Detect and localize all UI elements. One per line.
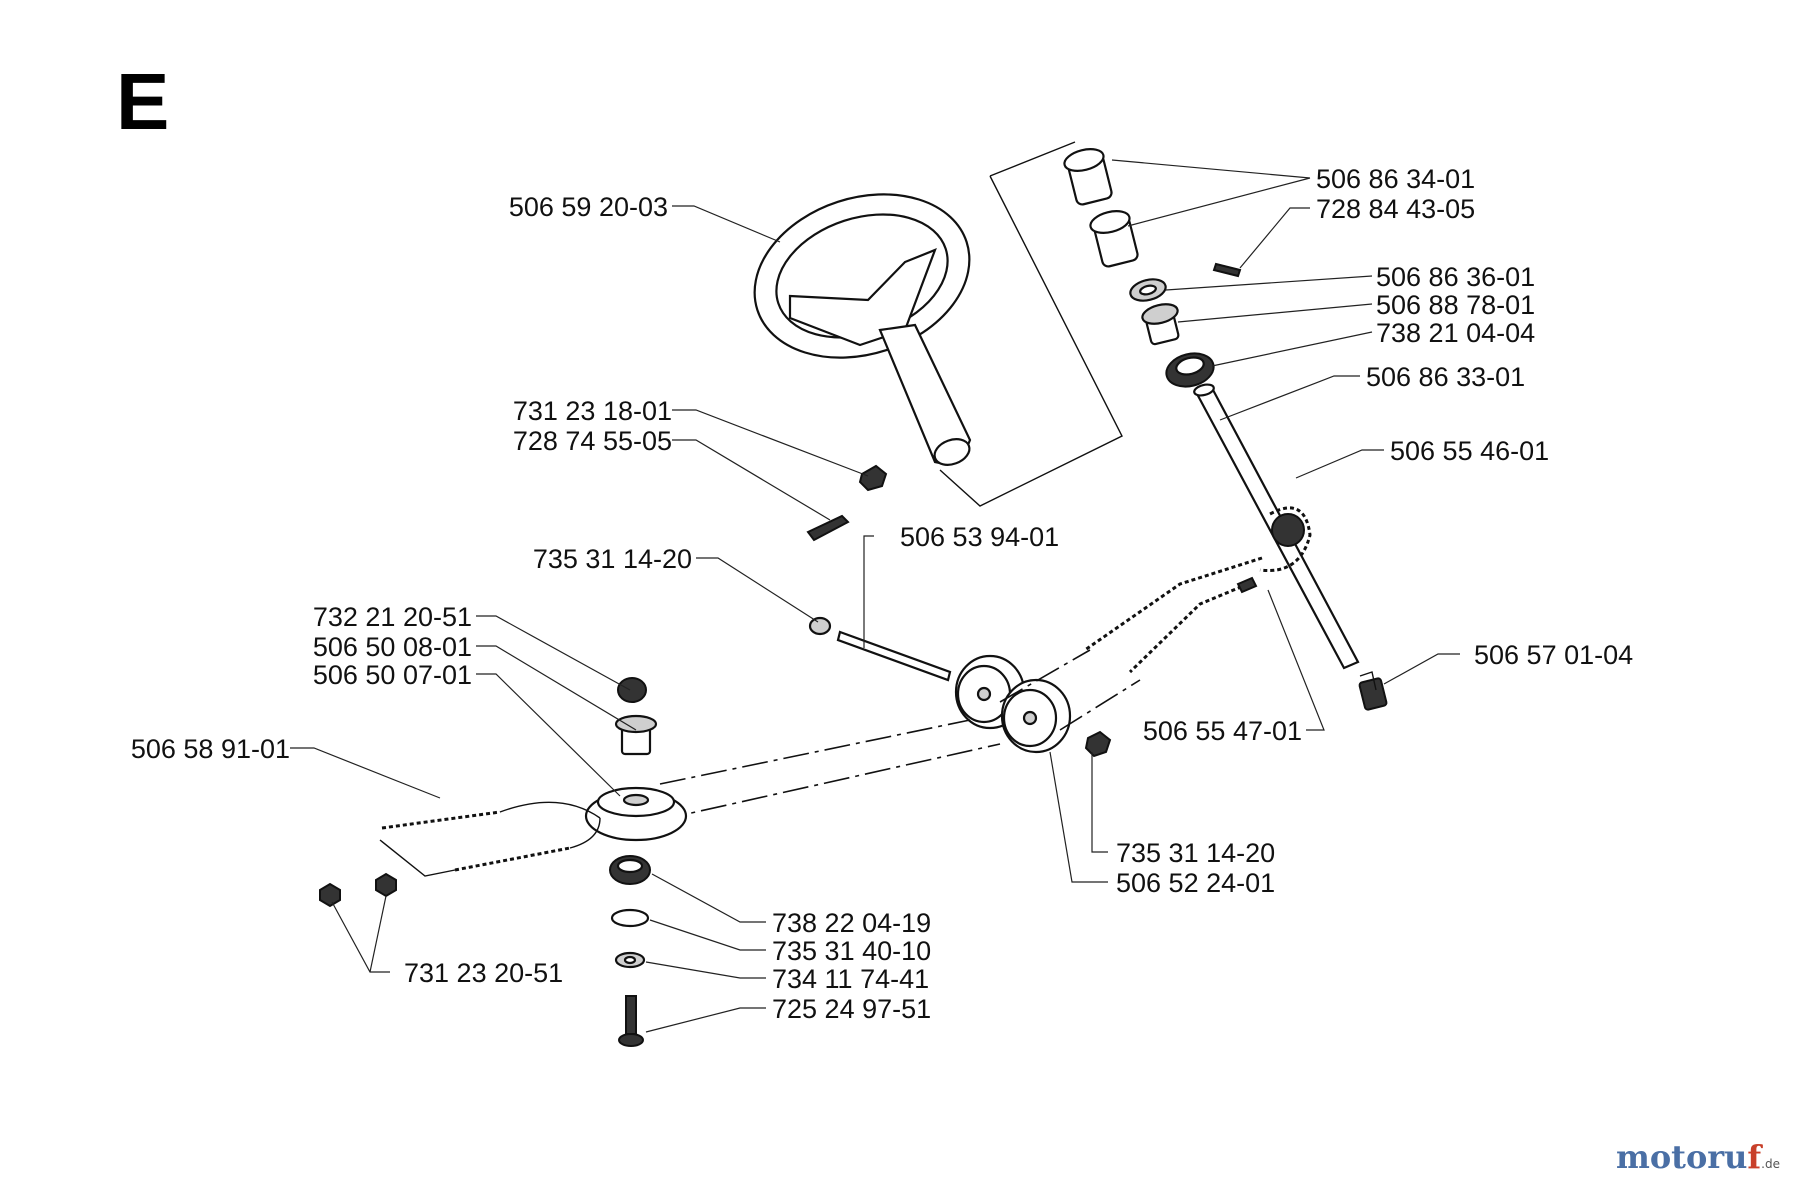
steering-cable-upper bbox=[1084, 556, 1263, 652]
part-label: 735 31 14-20 bbox=[1116, 838, 1275, 868]
part-label: 506 88 78-01 bbox=[1376, 290, 1535, 320]
cable-end-fitting-icon bbox=[1236, 576, 1258, 594]
pulley-nut-icon bbox=[1084, 730, 1112, 758]
part-label: 506 86 36-01 bbox=[1376, 262, 1535, 292]
part-label: 731 23 18-01 bbox=[513, 396, 672, 426]
pivot-nut-icon bbox=[617, 677, 647, 703]
cable-nut-right-icon bbox=[375, 872, 397, 898]
shaft-bolt-icon bbox=[1358, 671, 1388, 711]
control-cable-lower bbox=[454, 846, 571, 872]
column-bushing-upper-icon bbox=[1063, 148, 1113, 206]
steering-cable-lower bbox=[1128, 582, 1249, 674]
part-label: 506 50 07-01 bbox=[313, 660, 472, 690]
section-letter: E bbox=[116, 57, 170, 146]
wheel-screw-icon bbox=[806, 514, 850, 542]
watermark-sub: .de bbox=[1761, 1157, 1780, 1171]
cable-nut-left-icon bbox=[319, 882, 341, 908]
part-label: 506 58 91-01 bbox=[131, 734, 290, 764]
cable-sheath-loop bbox=[499, 801, 601, 849]
watermark-accent: f bbox=[1747, 1138, 1762, 1176]
part-label: 732 21 20-51 bbox=[313, 602, 472, 632]
washer-ring-icon bbox=[1129, 278, 1167, 302]
part-label: 728 74 55-05 bbox=[513, 426, 672, 456]
bearing-icon bbox=[1165, 352, 1215, 388]
cable-bracket-line bbox=[379, 839, 456, 877]
pivot-bolt-icon bbox=[618, 995, 644, 1047]
part-label: 738 22 04-19 bbox=[772, 908, 931, 938]
part-label: 506 55 47-01 bbox=[1143, 716, 1302, 746]
part-label: 506 53 94-01 bbox=[900, 522, 1059, 552]
part-label: 506 86 33-01 bbox=[1366, 362, 1525, 392]
pivot-washer-icon bbox=[614, 951, 646, 969]
watermark-main: motoru bbox=[1615, 1138, 1748, 1176]
retaining-ring-icon bbox=[610, 908, 650, 928]
pivot-bushing-icon bbox=[614, 714, 658, 756]
pivot-bearing-icon bbox=[609, 855, 651, 885]
part-label: 735 31 14-20 bbox=[533, 544, 692, 574]
flange-bushing-icon bbox=[1141, 303, 1180, 346]
leader-lines bbox=[290, 159, 1460, 1033]
axis-line-upper bbox=[659, 649, 1091, 785]
part-label: 506 86 34-01 bbox=[1316, 164, 1475, 194]
part-label: 506 57 01-04 bbox=[1474, 640, 1633, 670]
part-label: 506 52 24-01 bbox=[1116, 868, 1275, 898]
part-label: 506 59 20-03 bbox=[509, 192, 668, 222]
part-label: 738 21 04-04 bbox=[1376, 318, 1535, 348]
watermark-logo: motoruf.de bbox=[1616, 1138, 1780, 1176]
pin-washer-icon bbox=[808, 616, 832, 636]
part-label: 734 11 74-41 bbox=[772, 964, 929, 994]
guide-pin-icon bbox=[836, 630, 952, 682]
wheel-nut-icon bbox=[858, 464, 888, 492]
part-label: 735 31 40-10 bbox=[772, 936, 931, 966]
part-label: 728 84 43-05 bbox=[1316, 194, 1475, 224]
steering-wheel-icon bbox=[753, 193, 972, 466]
part-label: 725 24 97-51 bbox=[772, 994, 931, 1024]
axis-line-lower bbox=[659, 679, 1141, 821]
set-screw-icon bbox=[1212, 262, 1242, 278]
part-label: 506 50 08-01 bbox=[313, 632, 472, 662]
control-cable-upper bbox=[381, 810, 501, 830]
pulley-front-icon bbox=[1000, 678, 1072, 754]
group-bracket-line bbox=[939, 141, 1123, 507]
column-bushing-lower-icon bbox=[1089, 210, 1139, 268]
part-label: 731 23 20-51 bbox=[404, 958, 563, 988]
sprocket-chain-icon bbox=[1259, 506, 1312, 573]
part-label: 506 55 46-01 bbox=[1390, 436, 1549, 466]
pivot-pulley-icon bbox=[584, 786, 688, 842]
